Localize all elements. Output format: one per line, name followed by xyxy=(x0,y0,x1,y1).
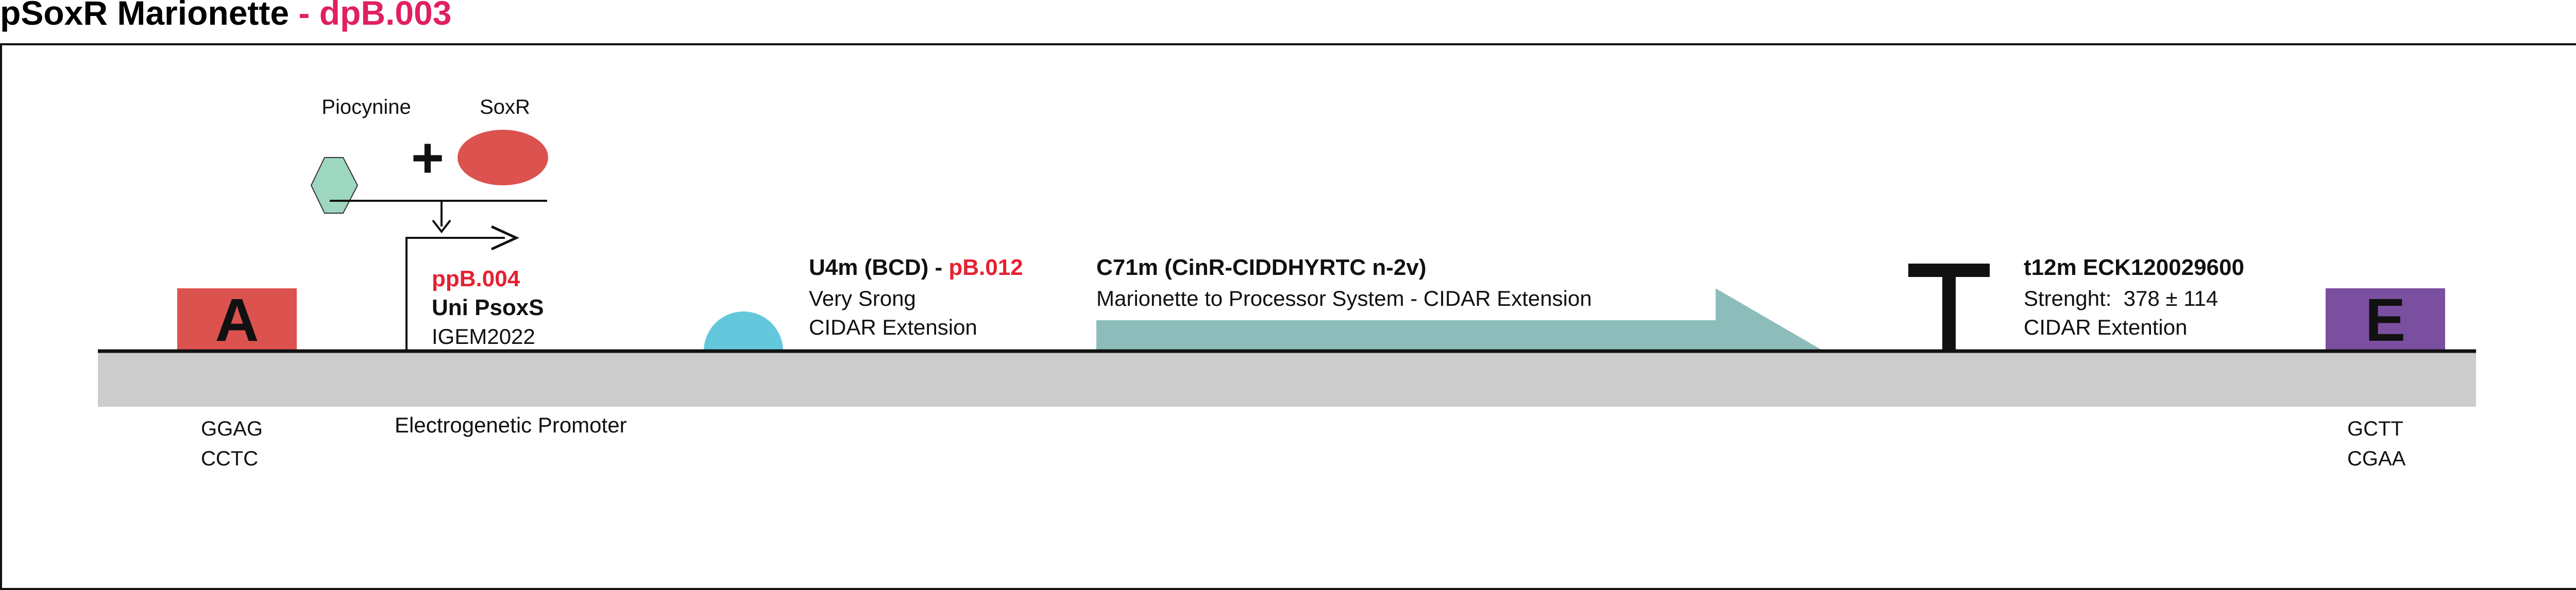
part-e-block xyxy=(2326,288,2445,351)
rbs-separator: - xyxy=(928,255,948,280)
cds-name: C71m (CinR-CIDDHYRTC n-2v) xyxy=(1096,255,1426,280)
part-a-letter: A xyxy=(215,286,259,354)
part-e-letter: E xyxy=(2365,286,2406,354)
part-a-overhang-top: GGAG xyxy=(201,418,263,440)
title-name: pSoxR Marionette xyxy=(0,0,289,32)
part-e-overhang-top: GCTT xyxy=(2347,418,2403,440)
soxr-label: SoxR xyxy=(480,96,530,118)
rbs-shape xyxy=(704,311,783,351)
cds-desc: Marionette to Processor System - CIDAR E… xyxy=(1096,286,1592,310)
soxr-ellipse xyxy=(457,130,548,185)
terminator-cap xyxy=(1908,264,1990,277)
inducer-down-arrowhead xyxy=(432,219,451,234)
rbs-source: CIDAR Extension xyxy=(809,315,977,339)
terminator-stem xyxy=(1942,270,1956,351)
page-title: pSoxR Marionette - dpB.003 xyxy=(0,0,452,32)
promoter-type-label: Electrogenetic Promoter xyxy=(395,413,627,437)
promoter-source: IGEM2022 xyxy=(432,324,535,349)
terminator-source: CIDAR Extention xyxy=(2024,315,2187,339)
promoter-arrow-line xyxy=(405,237,505,351)
cds-arrow-shape xyxy=(1096,288,1824,351)
diagram-frame xyxy=(0,43,2576,590)
terminator-name: t12m ECK120029600 xyxy=(2024,255,2244,280)
rbs-title: U4m (BCD) - pB.012 xyxy=(809,255,1023,280)
promoter-name: Uni PsoxS xyxy=(432,295,544,320)
piocynine-hexagon xyxy=(310,157,359,214)
rbs-desc: Very Srong xyxy=(809,286,916,310)
promoter-arrow-head xyxy=(490,225,520,251)
title-id: - dpB.003 xyxy=(298,0,451,32)
plus-sign: + xyxy=(411,126,444,189)
backbone-bar xyxy=(98,351,2476,407)
part-a-block xyxy=(177,288,297,351)
part-a-overhang-bottom: CCTC xyxy=(201,447,258,470)
promoter-id: ppB.004 xyxy=(432,266,520,291)
terminator-strength: Strenght: 378 ± 114 xyxy=(2024,286,2218,310)
rbs-id: pB.012 xyxy=(948,255,1023,280)
piocynine-label: Piocynine xyxy=(321,96,411,118)
rbs-name: U4m (BCD) xyxy=(809,255,928,280)
part-e-overhang-bottom: CGAA xyxy=(2347,447,2406,470)
